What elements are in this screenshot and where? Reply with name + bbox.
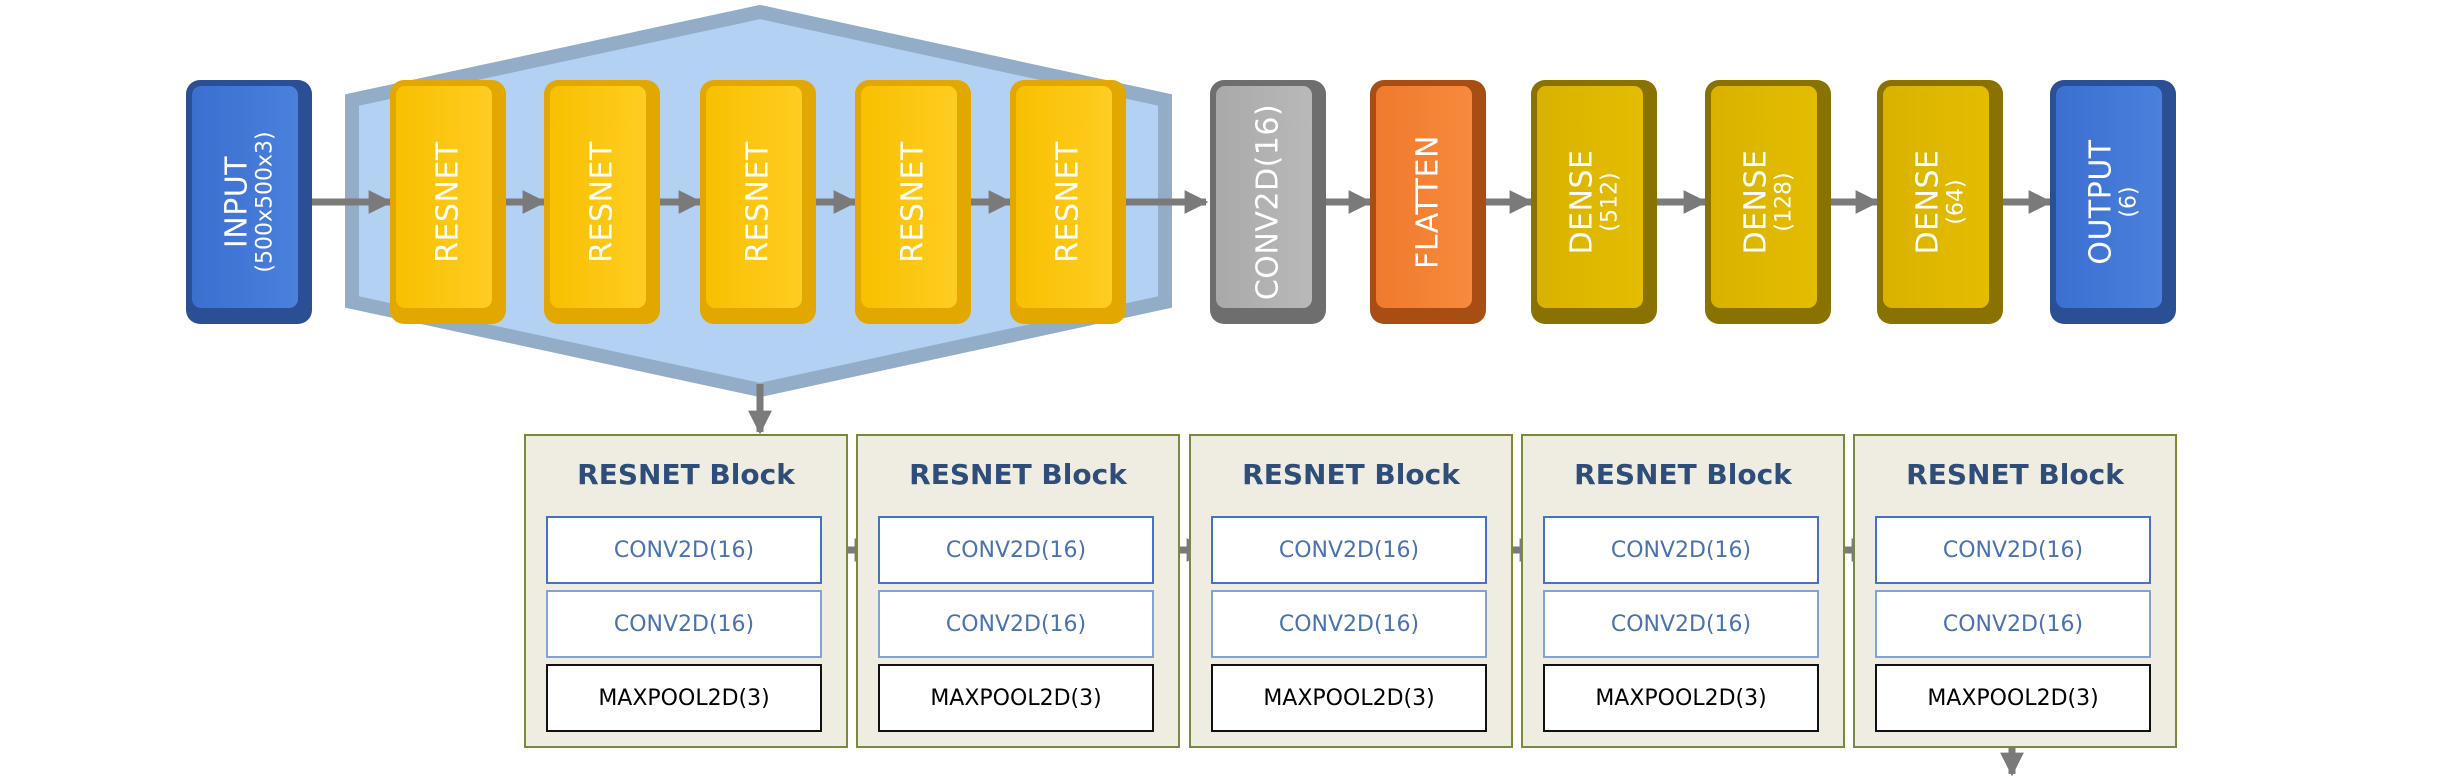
resnet-block-title: RESNET Block xyxy=(1242,458,1460,491)
resnet-block-1: RESNET xyxy=(390,80,506,324)
resnet-block-5: RESNET xyxy=(1010,80,1126,324)
resnet-detail-block-3: RESNET Block CONV2D(16) CONV2D(16) MAXPO… xyxy=(1189,434,1513,748)
conv2d-layer: CONV2D(16) xyxy=(1543,590,1819,658)
conv2d-layer: CONV2D(16) xyxy=(1211,590,1487,658)
resnet-detail-block-4: RESNET Block CONV2D(16) CONV2D(16) MAXPO… xyxy=(1521,434,1845,748)
input-block: INPUT(500x500x3) xyxy=(186,80,312,324)
dense-block-3: DENSE(64) xyxy=(1877,80,2003,324)
maxpool-layer: MAXPOOL2D(3) xyxy=(1543,664,1819,732)
dense-label: DENSE xyxy=(1910,149,1946,255)
resnet-block-2: RESNET xyxy=(544,80,660,324)
maxpool-layer: MAXPOOL2D(3) xyxy=(1211,664,1487,732)
flatten-block: FLATTEN xyxy=(1370,80,1486,324)
resnet-block-title: RESNET Block xyxy=(577,458,795,491)
maxpool-layer: MAXPOOL2D(3) xyxy=(1875,664,2151,732)
dense-block-2: DENSE(128) xyxy=(1705,80,1831,324)
resnet-detail-block-5: RESNET Block CONV2D(16) CONV2D(16) MAXPO… xyxy=(1853,434,2177,748)
resnet-label: RESNET xyxy=(430,141,466,263)
conv2d-layer: CONV2D(16) xyxy=(1543,516,1819,584)
input-shape: (500x500x3) xyxy=(252,131,278,273)
conv2d-layer: CONV2D(16) xyxy=(546,590,822,658)
conv2d-layer: CONV2D(16) xyxy=(1211,516,1487,584)
conv2d-layer: CONV2D(16) xyxy=(546,516,822,584)
dense-label: DENSE xyxy=(1564,149,1600,255)
conv2d-label: CONV2D(16) xyxy=(1250,103,1286,301)
conv2d-layer: CONV2D(16) xyxy=(1875,516,2151,584)
flatten-label: FLATTEN xyxy=(1410,135,1446,269)
resnet-block-title: RESNET Block xyxy=(1906,458,2124,491)
output-units: (6) xyxy=(2116,186,2142,218)
resnet-block-title: RESNET Block xyxy=(1574,458,1792,491)
dense-units: (512) xyxy=(1597,172,1623,232)
conv2d-block: CONV2D(16) xyxy=(1210,80,1326,324)
conv2d-layer: CONV2D(16) xyxy=(878,516,1154,584)
conv2d-layer: CONV2D(16) xyxy=(878,590,1154,658)
resnet-block-3: RESNET xyxy=(700,80,816,324)
dense-block-1: DENSE(512) xyxy=(1531,80,1657,324)
resnet-label: RESNET xyxy=(584,141,620,263)
resnet-detail-block-1: RESNET Block CONV2D(16) CONV2D(16) MAXPO… xyxy=(524,434,848,748)
conv2d-layer: CONV2D(16) xyxy=(1875,590,2151,658)
dense-units: (128) xyxy=(1771,172,1797,232)
resnet-label: RESNET xyxy=(895,141,931,263)
dense-units: (64) xyxy=(1943,179,1969,225)
output-block: OUTPUT(6) xyxy=(2050,80,2176,324)
resnet-block-title: RESNET Block xyxy=(909,458,1127,491)
resnet-label: RESNET xyxy=(1050,141,1086,263)
maxpool-layer: MAXPOOL2D(3) xyxy=(878,664,1154,732)
resnet-block-4: RESNET xyxy=(855,80,971,324)
output-label: OUTPUT xyxy=(2083,139,2119,265)
resnet-label: RESNET xyxy=(740,141,776,263)
dense-label: DENSE xyxy=(1738,149,1774,255)
input-label: INPUT xyxy=(219,155,255,249)
resnet-detail-block-2: RESNET Block CONV2D(16) CONV2D(16) MAXPO… xyxy=(856,434,1180,748)
maxpool-layer: MAXPOOL2D(3) xyxy=(546,664,822,732)
